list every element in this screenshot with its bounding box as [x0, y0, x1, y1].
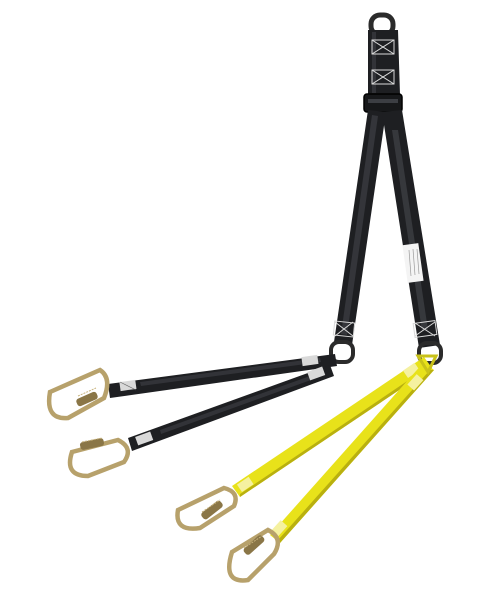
yellow-junction-link-icon [415, 354, 439, 376]
black-leg-1 [108, 354, 337, 398]
right-d-ring-icon [417, 341, 443, 365]
left-d-ring-icon [329, 340, 355, 364]
adjuster-buckle-icon [363, 93, 403, 113]
yellow-leg-1 [232, 357, 432, 497]
carabiner-1-icon [46, 367, 110, 421]
carabiner-2-icon [67, 437, 131, 479]
black-leg-2 [128, 365, 334, 451]
top-strap [368, 30, 400, 95]
carabiner-3-icon [175, 485, 238, 531]
product-label [402, 243, 424, 283]
carabiner-4-icon [227, 527, 281, 583]
black-main-leg-left [332, 110, 386, 345]
black-main-leg-right [382, 110, 440, 348]
